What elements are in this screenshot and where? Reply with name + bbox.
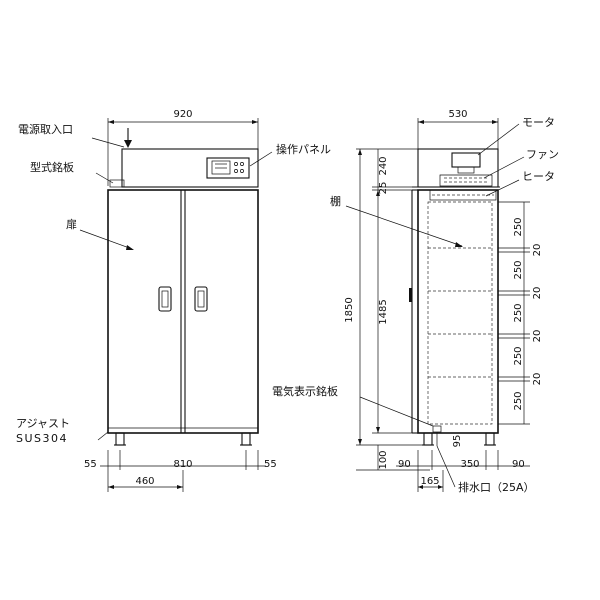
side-body	[417, 189, 499, 434]
dim-front-width: 920	[173, 109, 192, 120]
dim-side-165: 165	[420, 476, 439, 487]
label-nameplate: 型式銘板	[30, 160, 74, 174]
label-door: 扉	[66, 218, 77, 231]
dim-height-1850: 1850	[344, 297, 355, 322]
label-control-panel: 操作パネル	[276, 142, 331, 156]
label-power-inlet: 電源取入口	[18, 122, 73, 136]
door-handle-left	[158, 286, 172, 312]
dim-bottom-mid: 810	[173, 459, 192, 470]
label-motor: モータ	[522, 116, 555, 129]
foot-left	[115, 432, 125, 446]
dim-base-100: 100	[378, 450, 389, 469]
dim-bottom-right: 55	[264, 459, 277, 470]
side-foot-left	[423, 432, 433, 446]
control-panel-box	[206, 157, 250, 179]
dim-side-90a: 90	[398, 459, 411, 470]
dim-bottom-left: 55	[84, 459, 97, 470]
fan-box	[439, 174, 493, 187]
drain-outlet	[432, 425, 442, 433]
dim-shelf-1: 250	[513, 217, 524, 236]
dim-side-width: 530	[448, 109, 467, 120]
label-elec-plate: 電気表示銘板	[272, 384, 338, 398]
dim-shelf-3: 250	[513, 303, 524, 322]
dim-half-width: 460	[135, 476, 154, 487]
door-handle-right	[194, 286, 208, 312]
side-view: 530 1850 1485 240 25 100	[344, 109, 543, 492]
dim-shelf-5: 250	[513, 391, 524, 410]
dim-shelf-4: 250	[513, 346, 524, 365]
label-shelf: 棚	[330, 194, 341, 208]
foot-right	[241, 432, 251, 446]
dim-gap-1: 20	[532, 244, 543, 257]
label-adjuster: アジャスト	[16, 417, 70, 430]
dim-gap-2: 20	[532, 287, 543, 300]
dim-height-1485: 1485	[378, 299, 389, 324]
label-adjuster-material: SUS304	[16, 432, 68, 445]
dim-side-90b: 90	[512, 459, 525, 470]
dim-top-240: 240	[378, 156, 389, 175]
dim-drain-95: 95	[452, 435, 463, 448]
dim-gap-4: 20	[532, 373, 543, 386]
dim-gap-3: 20	[532, 330, 543, 343]
top-unit-box	[121, 148, 259, 188]
inner-chamber	[427, 201, 493, 425]
label-fan: ファン	[526, 148, 559, 161]
front-view: 920 55 810 55 460	[79, 109, 277, 492]
nameplate-plate	[109, 179, 125, 188]
cabinet-body	[107, 189, 259, 434]
motor-box	[451, 152, 481, 168]
dim-shelf-2: 250	[513, 260, 524, 279]
side-foot-right	[485, 432, 495, 446]
dim-top-25: 25	[378, 182, 389, 195]
dim-side-350: 350	[460, 459, 479, 470]
label-heater: ヒータ	[522, 170, 555, 183]
label-drain: 排水口（25A）	[458, 480, 535, 494]
